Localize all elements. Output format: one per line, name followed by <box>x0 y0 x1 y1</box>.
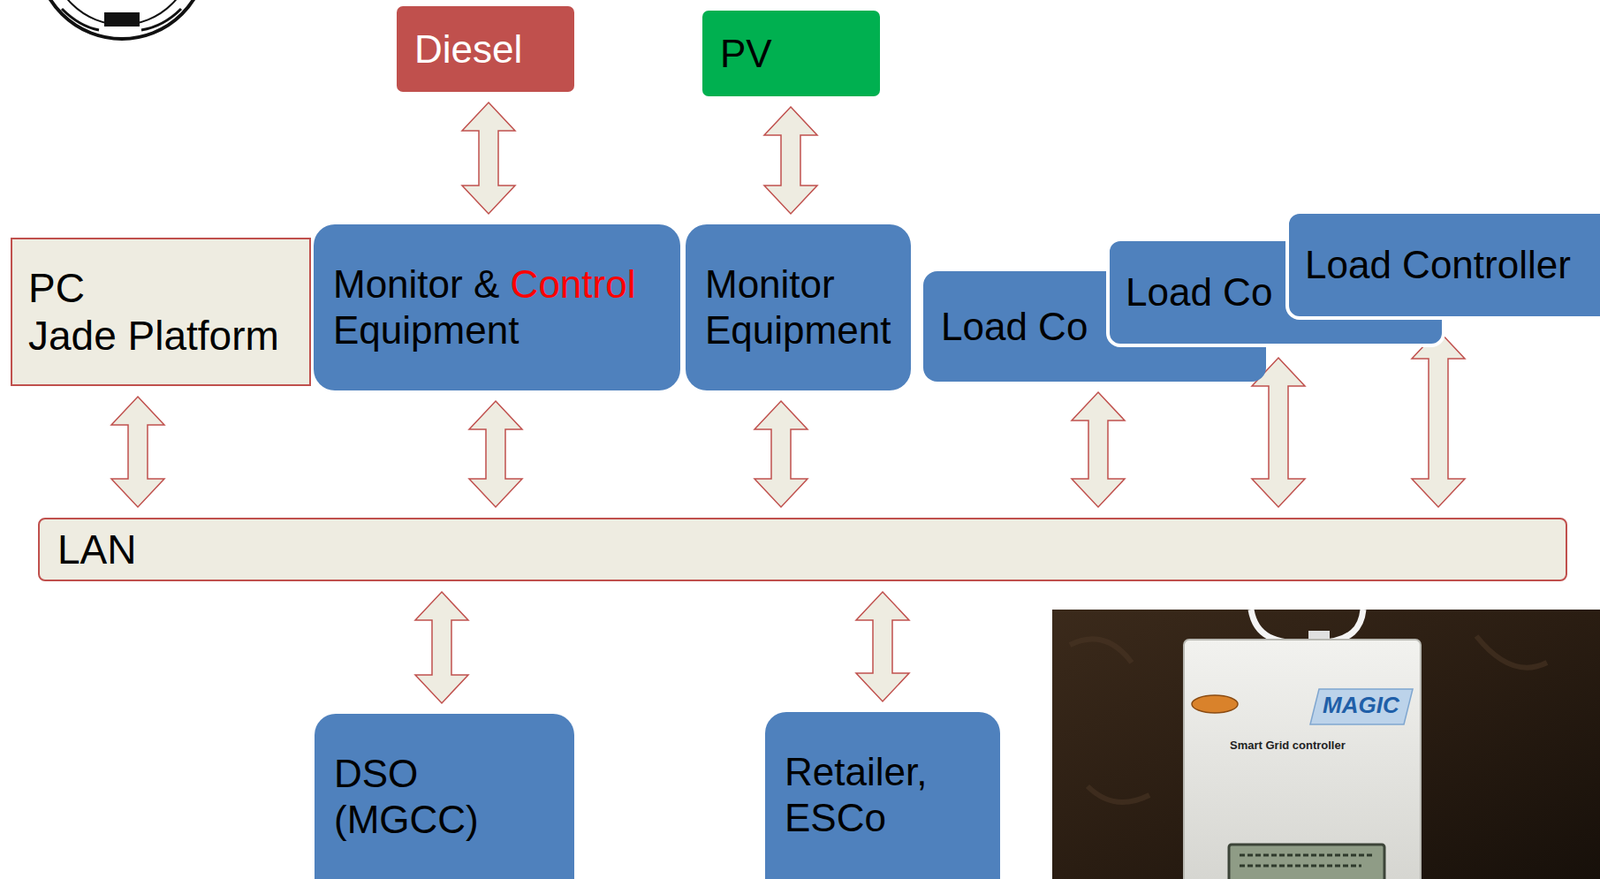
text-line: Monitor &Control <box>333 261 636 308</box>
double-arrow <box>1411 330 1465 508</box>
monitor-control-box: Monitor &ControlEquipment <box>313 224 681 391</box>
retailer-box: Retailer, ESCo <box>765 712 1001 879</box>
text-line: Load Controller <box>1304 242 1571 289</box>
seal-emblem <box>104 12 140 27</box>
double-arrow <box>856 591 910 702</box>
node-label: PC <box>28 265 85 311</box>
node-label: Load Co <box>1125 270 1273 314</box>
seal-ring <box>37 0 207 39</box>
double-arrow <box>111 396 165 508</box>
text-line: Monitor Equipment <box>705 261 892 354</box>
lan-band: LAN <box>37 517 1568 582</box>
node-label: Monitor & <box>333 262 500 306</box>
double-arrow <box>754 401 808 508</box>
node-label: DSO (MGCC) <box>333 750 511 843</box>
pv-box: PV <box>702 10 880 97</box>
node-label: Diesel <box>414 27 523 71</box>
node-label: Load Controller <box>1304 242 1571 287</box>
node-label: Retailer, ESCo <box>784 749 962 842</box>
node-label: PV <box>720 31 773 76</box>
text-line: LAN <box>57 525 137 574</box>
node-label: LAN <box>57 526 137 573</box>
dso-box: DSO (MGCC) <box>314 713 575 879</box>
load-controller-box: Load Controller <box>1285 210 1600 320</box>
text-line: PV <box>720 30 773 77</box>
seal-detail <box>61 8 182 31</box>
node-label: Equipment <box>333 308 519 352</box>
cable <box>1251 609 1364 644</box>
photo-product-text: Smart Grid controller <box>1229 738 1346 752</box>
double-arrow <box>764 106 818 214</box>
text-line: Jade Platform <box>28 311 280 360</box>
text-line: Diesel <box>414 26 523 73</box>
node-label: Jade Platform <box>28 312 280 359</box>
lcd-screen <box>1228 844 1385 879</box>
node-label: Load Co <box>940 304 1088 349</box>
double-arrow <box>415 591 469 704</box>
pc-box: PCJade Platform <box>10 237 311 387</box>
maker-logo <box>1191 695 1238 713</box>
double-arrow <box>1251 357 1305 508</box>
text-line: Equipment <box>333 307 519 354</box>
text-line: Load Co <box>1125 269 1273 316</box>
node-label: Control <box>510 262 637 306</box>
node-label: Monitor Equipment <box>705 261 892 354</box>
diesel-box: Diesel <box>396 6 575 92</box>
double-arrow <box>469 401 523 508</box>
text-line: PC <box>28 264 85 312</box>
lcd-glyphs <box>1239 855 1373 866</box>
photo-brand-text: MAGIC <box>1322 691 1400 720</box>
text-line: DSO (MGCC) <box>333 750 511 843</box>
double-arrow <box>1071 392 1125 508</box>
device-housing <box>1183 639 1421 879</box>
double-arrow <box>462 102 516 214</box>
text-line: Load Co <box>940 303 1088 350</box>
magic-logo-ground <box>1310 689 1413 725</box>
text-line: Retailer, ESCo <box>784 749 962 842</box>
logo-seal <box>0 0 230 54</box>
monitor-box: Monitor Equipment <box>685 224 911 391</box>
